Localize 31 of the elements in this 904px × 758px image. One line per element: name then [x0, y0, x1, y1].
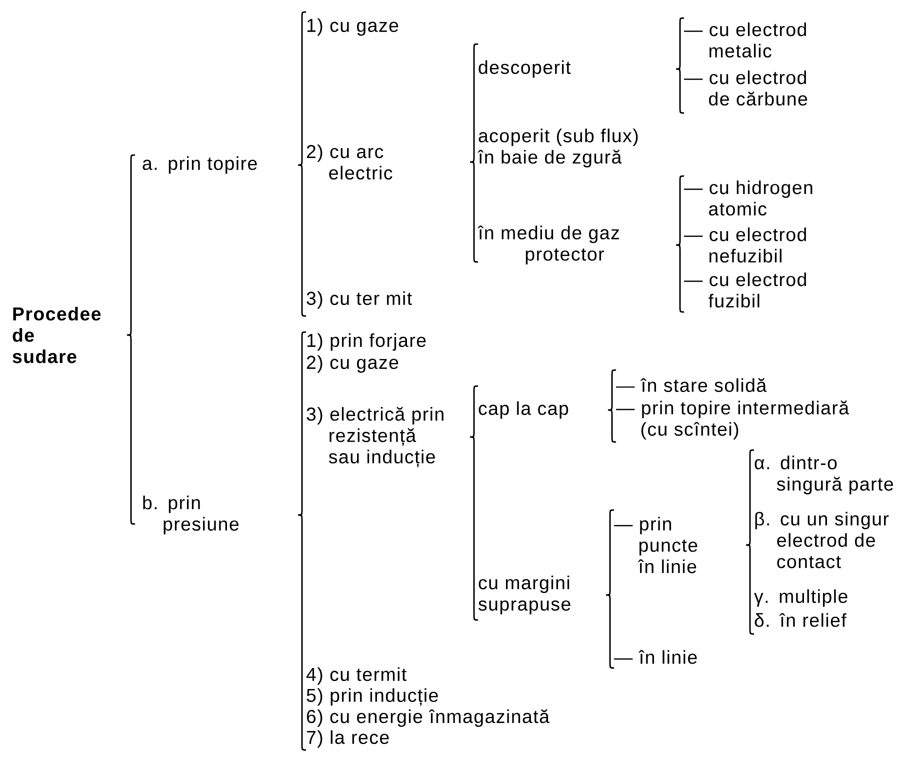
category-label: 3) cu ter mit — [306, 291, 412, 309]
category-label: — prin puncte în linie — [614, 516, 698, 574]
category-label: cu margini suprapuse — [478, 576, 570, 614]
category-label: b. prin presiune — [143, 496, 238, 534]
category-label: β. cu un singur electrod de contact — [755, 512, 889, 568]
category-label: în mediu de gaz protector — [478, 226, 619, 264]
category-label: — cu electrod fuzibil — [684, 272, 806, 308]
category-label: cap la cap — [478, 401, 568, 419]
category-label: — prin topire intermediară (cu scîntei) — [616, 400, 850, 440]
category-label: 2) cu arc electric — [306, 144, 392, 180]
category-label: — cu electrod de cărbune — [684, 70, 808, 106]
category-label: descoperit — [478, 60, 571, 78]
category-label: 6) cu energie înmagazinată — [306, 709, 550, 727]
category-label: 2) cu gaze — [306, 355, 398, 373]
category-label: — cu hidrogen atomic — [684, 180, 812, 216]
category-label: acoperit (sub flux) în baie de zgură — [478, 128, 638, 168]
root-label: Procedee de sudare — [12, 306, 101, 364]
category-label: 1) cu gaze — [307, 18, 398, 36]
category-label: 7) la rece — [306, 730, 389, 748]
category-label: — cu electrod nefuzibil — [684, 227, 806, 263]
category-label: 1) prin forjare — [307, 333, 426, 351]
category-label: δ. în relief — [754, 613, 846, 627]
category-label: — cu electrod metalic — [684, 22, 806, 58]
category-label: — în linie — [614, 650, 697, 664]
category-label: 3) electrică prin rezistență sau inducție — [306, 406, 444, 468]
category-label: α. dintr-o singură parte — [754, 456, 894, 494]
category-label: a. prin topire — [142, 156, 257, 174]
category-label: 5) prin inducție — [306, 688, 438, 706]
category-label: 4) cu termit — [306, 667, 406, 685]
category-label: γ. multiple — [754, 589, 848, 607]
category-label: — în stare solidă — [616, 378, 767, 392]
